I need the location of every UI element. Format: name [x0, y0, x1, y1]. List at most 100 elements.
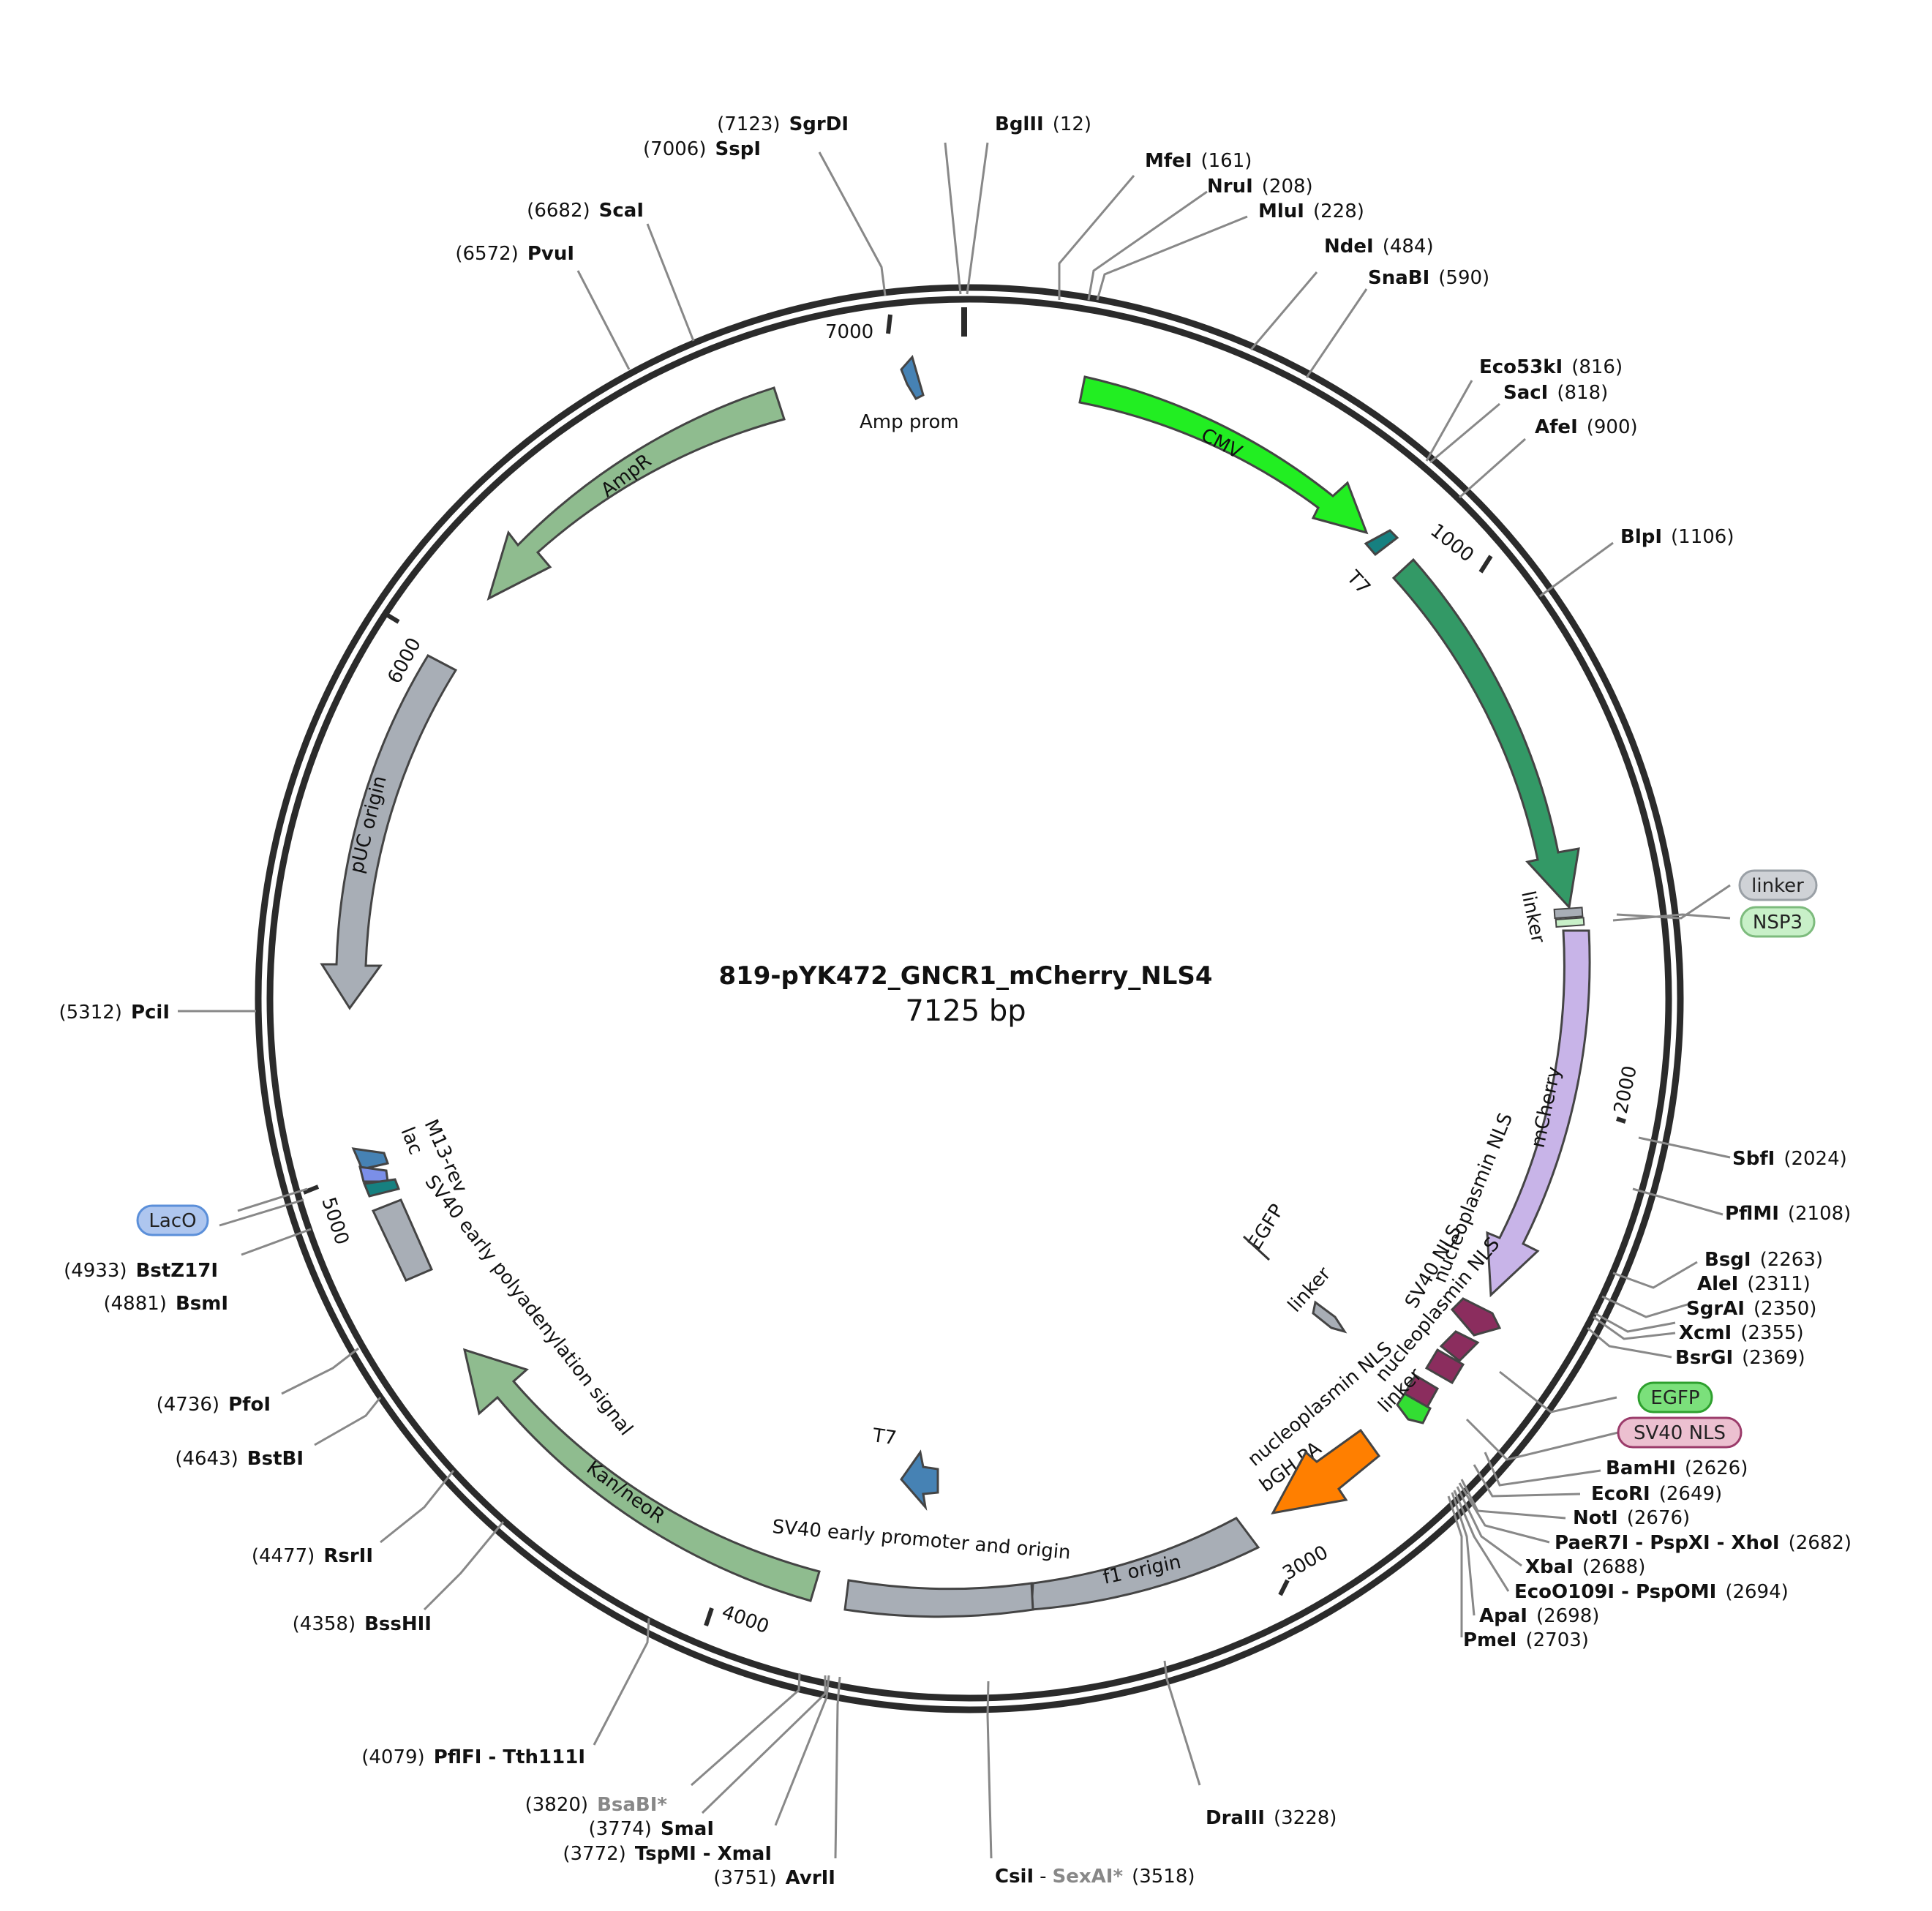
pill-egfp-text: EGFP — [1650, 1387, 1699, 1409]
enzyme-bsmi[interactable]: (4881)BsmI — [103, 1293, 228, 1315]
feature-linker-arrow[interactable] — [1312, 1300, 1347, 1334]
leader-pvui — [576, 270, 631, 370]
enzyme-ndei[interactable]: NdeI(484) — [1324, 236, 1434, 258]
leader-sgrdi — [944, 142, 962, 295]
feature-sv40-ori[interactable] — [900, 1449, 939, 1511]
enzyme-ecori[interactable]: EcoRI(2649) — [1591, 1483, 1722, 1505]
pill-nsp3[interactable]: NSP3 — [1740, 906, 1816, 938]
feature-nucleoplasmin-nls-arrow-2[interactable] — [1424, 1348, 1465, 1385]
leader-saci — [1429, 402, 1500, 464]
feature-puc-origin[interactable] — [320, 654, 458, 1010]
leader-nrui — [1087, 190, 1208, 301]
feature-m13-rev[interactable] — [351, 1147, 389, 1171]
enzyme-sgrai[interactable]: SgrAI(2350) — [1686, 1298, 1816, 1320]
enzyme-mlui[interactable]: MluI(228) — [1258, 200, 1364, 222]
leader-xbai — [1456, 1486, 1522, 1567]
enzyme-apai[interactable]: ApaI(2698) — [1479, 1605, 1599, 1627]
tick-label-7000: 7000 — [825, 321, 873, 343]
leader-bstz17i — [219, 1198, 304, 1227]
enzyme-sbfi[interactable]: SbfI(2024) — [1732, 1148, 1847, 1170]
enzyme-pmei[interactable]: PmeI(2703) — [1463, 1629, 1589, 1651]
enzyme-xbai[interactable]: XbaI(2688) — [1525, 1556, 1645, 1578]
leader-apai — [1451, 1492, 1476, 1616]
enzyme-draiii[interactable]: DraIII(3228) — [1206, 1807, 1337, 1829]
leader-pflmi — [1632, 1187, 1724, 1216]
leader-sbfi — [1638, 1136, 1731, 1159]
enzyme-bamhi[interactable]: BamHI(2626) — [1606, 1457, 1748, 1479]
tick-mark-4000 — [704, 1607, 714, 1626]
leader-blpi — [1539, 541, 1614, 598]
enzyme-bsshii[interactable]: (4358)BssHII — [293, 1613, 432, 1635]
feature-bgh-pa[interactable] — [1271, 1428, 1381, 1515]
enzyme-pflfi-tth111i[interactable]: (4079)PflFI - Tth111I — [361, 1746, 585, 1768]
enzyme-bsgi[interactable]: BsgI(2263) — [1704, 1249, 1823, 1271]
enzyme-sspi[interactable]: (7006)SspI — [643, 138, 761, 160]
enzyme-paer7i-pspxi-xhoi[interactable]: PaeR7I - PspXI - XhoI(2682) — [1555, 1532, 1852, 1554]
enzyme-pvui[interactable]: (6572)PvuI — [455, 243, 574, 265]
feature-linker-box[interactable] — [1553, 906, 1584, 920]
enzyme-pflmi[interactable]: PflMI(2108) — [1725, 1203, 1851, 1225]
enzyme-mfei[interactable]: MfeI(161) — [1145, 150, 1252, 172]
enzyme-xcmi[interactable]: XcmI(2355) — [1679, 1322, 1804, 1344]
leader-smai — [701, 1675, 827, 1814]
enzyme-pfoi[interactable]: (4736)PfoI — [157, 1394, 271, 1416]
egfp-inner-leader — [1242, 1235, 1271, 1261]
enzyme-scai[interactable]: (6682)ScaI — [527, 200, 644, 222]
feature-t7[interactable] — [1364, 529, 1399, 557]
feature-egfp-arrow[interactable] — [1396, 1392, 1432, 1424]
feature-ampr[interactable] — [486, 386, 786, 601]
feature-sv40-nls-arrow[interactable] — [1450, 1297, 1502, 1337]
leader-bsrgi — [1587, 1326, 1672, 1359]
leader-sgrai — [1594, 1312, 1676, 1333]
leader-rsrii — [380, 1470, 455, 1544]
enzyme-bstz17i[interactable]: (4933)BstZ17I — [64, 1260, 218, 1282]
feature-lac[interactable] — [358, 1165, 389, 1183]
enzyme-csii-sexai[interactable]: CsiI-SexAI*(3518) — [995, 1866, 1195, 1888]
leader-pfoi — [281, 1347, 359, 1395]
leader-snabi — [1305, 288, 1368, 378]
tick-mark-2000 — [1616, 1116, 1626, 1124]
leader-alei — [1601, 1295, 1691, 1318]
enzyme-sgrdi[interactable]: (7123)SgrDI — [717, 113, 849, 135]
pill-linker[interactable]: linker — [1738, 869, 1818, 901]
enzyme-snabi[interactable]: SnaBI(590) — [1368, 267, 1489, 289]
leader-sspi — [818, 151, 887, 296]
feature-amp-prom[interactable] — [900, 354, 925, 400]
enzyme-bsrgi[interactable]: BsrGI(2369) — [1675, 1347, 1805, 1369]
enzyme-nrui[interactable]: NruI(208) — [1207, 176, 1313, 198]
feature-nsp3-box[interactable] — [1555, 917, 1585, 928]
pill-laco[interactable]: LacO — [136, 1204, 209, 1236]
pill-sv40-nls[interactable]: SV40 NLS — [1617, 1416, 1743, 1449]
feature-sv40-early-promoter[interactable] — [843, 1579, 1034, 1618]
enzyme-avrii[interactable]: (3751)AvrII — [713, 1867, 835, 1889]
feature-sv40-polyA-box[interactable] — [371, 1198, 433, 1282]
feature-mcherry[interactable] — [1486, 929, 1591, 1298]
feature-laco[interactable] — [362, 1178, 401, 1198]
enzyme-eco53ki[interactable]: Eco53kI(816) — [1479, 356, 1623, 378]
enzyme-blpi[interactable]: BlpI(1106) — [1620, 526, 1734, 548]
enzyme-noti[interactable]: NotI(2676) — [1573, 1507, 1690, 1529]
enzyme-bstbi[interactable]: (4643)BstBI — [175, 1448, 304, 1470]
feature-gncr1-n[interactable] — [1391, 557, 1580, 910]
feature-nucleoplasmin-nls-arrow-1[interactable] — [1439, 1330, 1480, 1363]
enzyme-pcii[interactable]: (5312)PciI — [59, 1002, 170, 1024]
leader-eco53ki — [1425, 380, 1473, 462]
feature-kan-neor[interactable] — [462, 1348, 821, 1602]
leader-afei — [1459, 438, 1526, 499]
leader-bsgi — [1612, 1261, 1698, 1289]
leader-bglii — [966, 142, 989, 295]
enzyme-eco0109i-pspomi[interactable]: EcoO109I - PspOMI(2694) — [1514, 1581, 1789, 1603]
enzyme-saci[interactable]: SacI(818) — [1503, 382, 1608, 404]
enzyme-labels: (7123)SgrDI BglII(12) (7006)SspI MfeI(16… — [59, 113, 1852, 1889]
tick-label-4000: 4000 — [719, 1601, 772, 1638]
enzyme-alei[interactable]: AleI(2311) — [1697, 1273, 1811, 1295]
enzyme-bsabi[interactable]: (3820)BsaBI* — [525, 1794, 668, 1816]
leader-linker-pill — [1616, 884, 1731, 920]
pill-egfp[interactable]: EGFP — [1637, 1381, 1713, 1413]
enzyme-bglii[interactable]: BglII(12) — [995, 113, 1091, 135]
enzyme-rsrii[interactable]: (4477)RsrII — [252, 1545, 373, 1567]
enzyme-tspmi-xmai[interactable]: (3772)TspMI - XmaI — [563, 1843, 772, 1865]
enzyme-smai[interactable]: (3774)SmaI — [588, 1818, 714, 1840]
feature-cmv[interactable] — [1078, 375, 1369, 535]
enzyme-afei[interactable]: AfeI(900) — [1535, 416, 1638, 438]
